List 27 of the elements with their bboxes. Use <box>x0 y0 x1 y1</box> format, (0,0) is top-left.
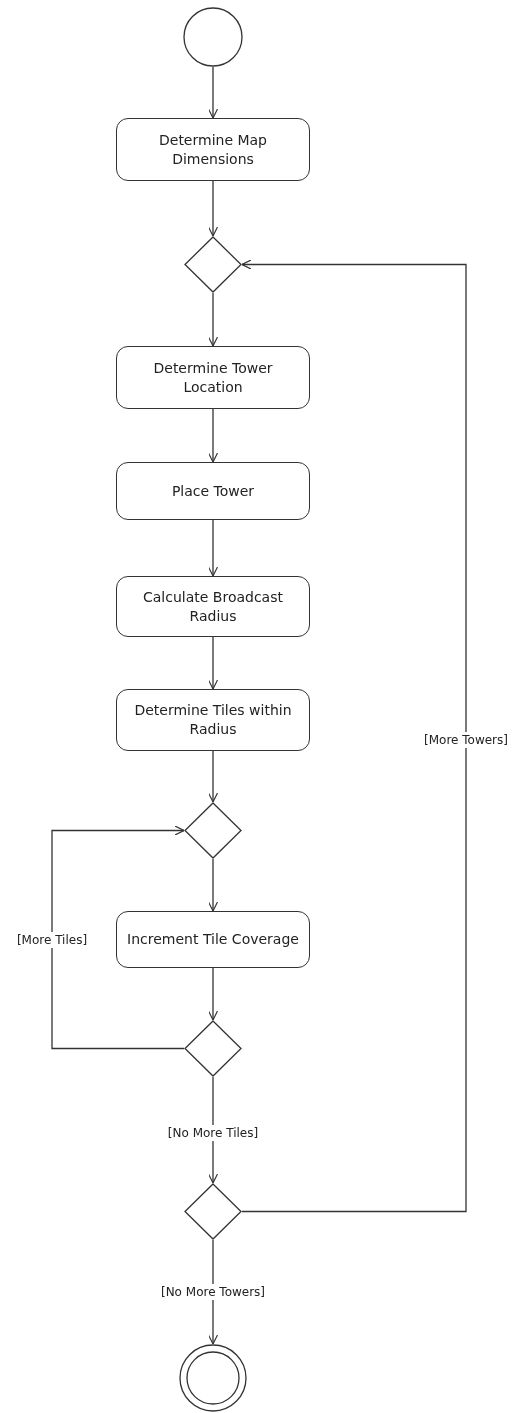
action-box: Place Tower <box>116 462 310 520</box>
arrow <box>51 825 185 1050</box>
arrow <box>207 292 219 347</box>
action-box: Calculate Broadcast Radius <box>116 576 310 637</box>
arrow <box>207 180 219 237</box>
decision-diamond <box>184 1020 242 1077</box>
edge-label: [No More Towers] <box>159 1284 267 1300</box>
edge-label: [More Towers] <box>423 732 509 748</box>
action-box: Determine Tiles within Radius <box>116 689 310 751</box>
end-node <box>179 1344 247 1412</box>
decision-diamond <box>184 1183 242 1240</box>
arrow <box>207 967 219 1021</box>
arrow <box>207 636 219 690</box>
action-box: Determine Tower Location <box>116 346 310 409</box>
arrow <box>207 408 219 463</box>
edge-label: [No More Tiles] <box>166 1125 260 1141</box>
arrow <box>207 750 219 803</box>
decision-diamond <box>184 236 242 293</box>
action-box: Increment Tile Coverage <box>116 911 310 968</box>
arrow <box>207 66 219 119</box>
edge-label: [More Tiles] <box>15 932 89 948</box>
arrow <box>207 858 219 912</box>
decision-diamond <box>184 802 242 859</box>
arrow <box>241 259 467 1213</box>
arrow <box>207 519 219 577</box>
action-box: Determine Map Dimensions <box>116 118 310 181</box>
start-node <box>183 7 243 67</box>
